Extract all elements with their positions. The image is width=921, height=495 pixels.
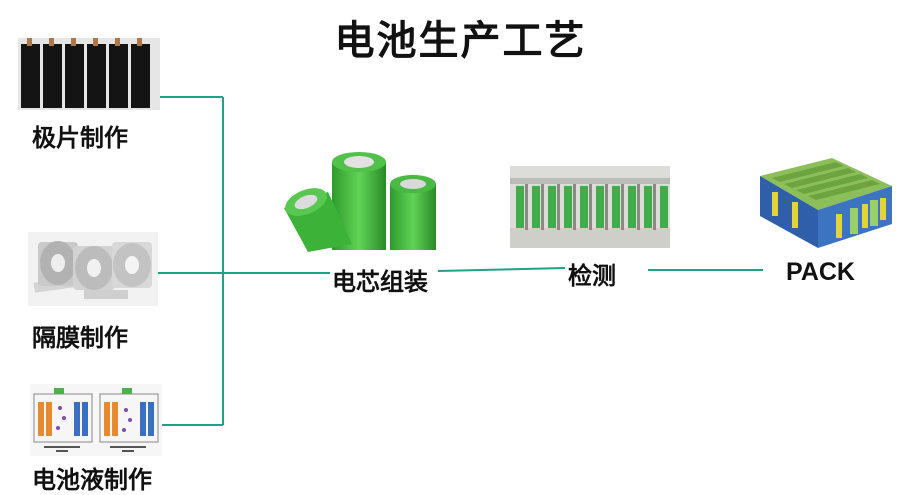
connector-to-testing	[437, 267, 566, 272]
step-separator-label: 隔膜制作	[32, 324, 128, 352]
separator-rolls-icon	[28, 232, 158, 306]
electrolyte-diagram-icon	[30, 384, 162, 456]
electrolyte-diagram-image	[30, 384, 162, 456]
battery-pack-image	[760, 158, 892, 248]
cylindrical-cells-image	[284, 152, 436, 252]
step-testing-label: 检测	[568, 262, 616, 290]
separator-rolls-image	[28, 232, 158, 306]
battery-pack-icon	[760, 158, 892, 248]
electrode-sheets-image	[18, 38, 160, 110]
electrode-sheets-icon	[18, 38, 160, 110]
step-pack-label: PACK	[786, 258, 855, 286]
step-assembly-label: 电芯组装	[332, 268, 428, 296]
page-title: 电池生产工艺	[334, 18, 587, 64]
step-electrolyte-label: 电池液制作	[32, 466, 152, 494]
step-electrode-label: 极片制作	[32, 124, 128, 152]
testing-rack-icon	[510, 166, 670, 248]
testing-rack-image	[510, 166, 670, 248]
cylindrical-cells-icon	[284, 152, 436, 252]
